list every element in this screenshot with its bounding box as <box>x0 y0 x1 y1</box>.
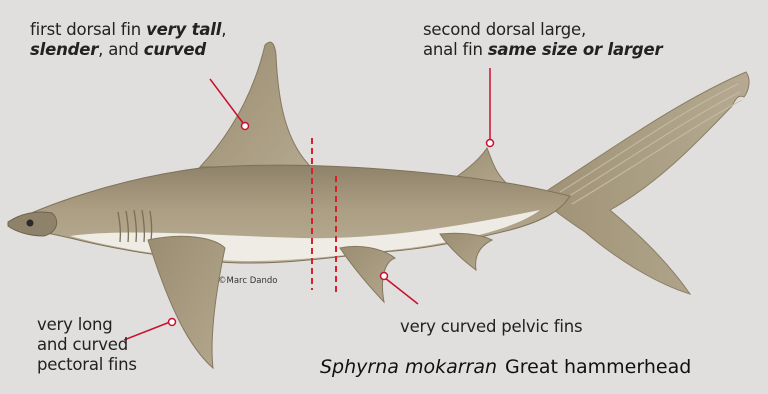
caudal-fin <box>548 72 749 294</box>
callout-line-pelvic <box>385 278 418 304</box>
species-caption: Sphyrna mokarran Great hammerhead <box>320 356 691 378</box>
label-pectoral-line1: very long <box>37 315 113 334</box>
pectoral-fin <box>148 236 225 368</box>
callout-dot-second-dorsal <box>487 140 494 147</box>
label-first-dorsal-curved: curved <box>144 40 206 59</box>
label-first-dorsal-slender: slender <box>30 40 98 59</box>
first-dorsal-fin <box>200 42 310 167</box>
label-pectoral-line3: pectoral fins <box>37 355 137 374</box>
callout-dot-pectoral <box>169 319 176 326</box>
label-first-dorsal-pre: first dorsal fin <box>30 20 146 39</box>
callout-line-first-dorsal <box>210 79 243 123</box>
label-second-dorsal-line1: second dorsal large, <box>423 20 586 39</box>
label-second-dorsal-pre: anal fin <box>423 40 488 59</box>
label-pectoral-line2: and curved <box>37 335 128 354</box>
label-pectoral: very long and curved pectoral fins <box>37 315 137 375</box>
image-credit: ©Marc Dando <box>218 276 277 286</box>
label-second-dorsal: second dorsal large, anal fin same size … <box>423 20 662 60</box>
label-pelvic: very curved pelvic fins <box>400 317 582 337</box>
label-first-dorsal: first dorsal fin very tall, slender, and… <box>30 20 226 60</box>
label-first-dorsal-and: , and <box>98 40 144 59</box>
label-first-dorsal-very-tall: very tall <box>146 20 221 39</box>
common-name: Great hammerhead <box>505 356 691 378</box>
label-first-dorsal-comma: , <box>221 20 226 39</box>
callout-dot-pelvic <box>381 273 388 280</box>
scientific-name: Sphyrna mokarran <box>320 356 497 378</box>
anal-fin <box>440 233 492 270</box>
eye <box>27 220 34 227</box>
label-second-dorsal-bold: same size or larger <box>488 40 663 59</box>
callout-dot-first-dorsal <box>242 123 249 130</box>
